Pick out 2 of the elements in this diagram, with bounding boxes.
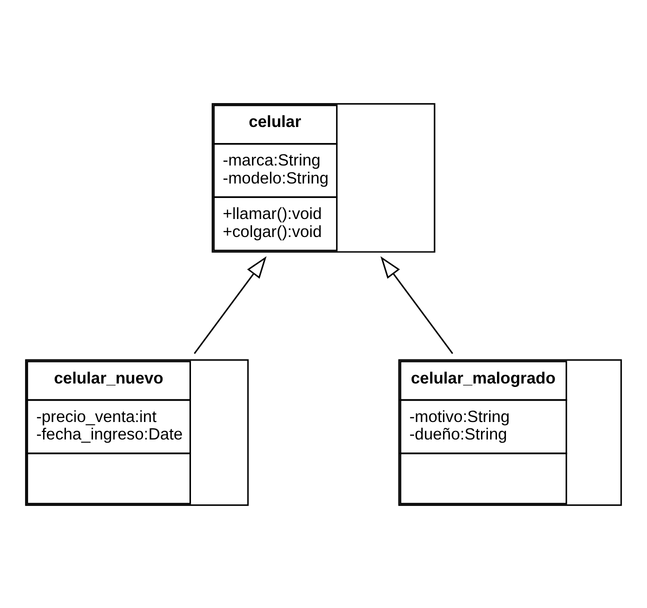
arrow xyxy=(194,256,267,354)
arrow xyxy=(380,256,454,354)
